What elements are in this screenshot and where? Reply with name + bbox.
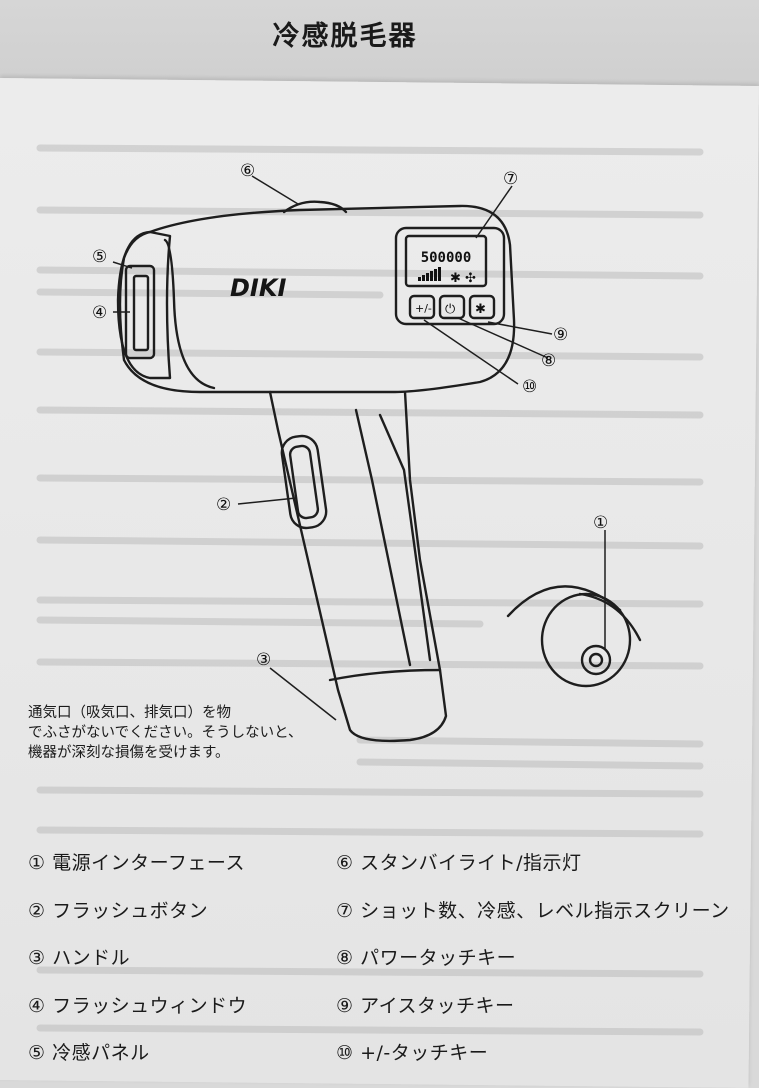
legend-item-power-key: ⑧ パワータッチキー [336, 947, 517, 969]
callout-1: ① [593, 513, 608, 533]
legend-item-flash-button: ② フラッシュボタン [28, 900, 209, 922]
ventilation-warning: 通気口（吸気口、排気口）を物 でふさがないでください。そうしないと、 機器が深刻… [28, 703, 328, 763]
handle-outline [268, 390, 448, 743]
legend-item-flash-window: ④ フラッシュウィンドウ [28, 995, 248, 1017]
brand-logo: DIKI [230, 274, 286, 302]
screen-outline [404, 234, 488, 288]
screen-panel-outline [394, 226, 506, 326]
callout-4: ④ [92, 303, 107, 323]
cooling-panel-outline [116, 230, 172, 380]
callout-2: ② [216, 495, 231, 515]
level-bars-icon [418, 267, 441, 281]
warning-line: でふさがないでください。そうしないと、 [28, 725, 303, 741]
screen-content: 500000 ✱ ✣ +/- ⏻ ✱ [415, 250, 486, 317]
snowflake-key-icon: ✱ [475, 302, 486, 317]
power-icon: ⏻ [445, 302, 455, 317]
legend-item-power-interface: ① 電源インターフェース [28, 852, 245, 874]
legend-item-ice-key: ⑨ アイスタッチキー [336, 995, 515, 1017]
callout-9: ⑨ [553, 325, 568, 345]
legend-item-cooling-panel: ⑤ 冷感パネル [28, 1042, 150, 1064]
standby-light-outline [282, 200, 348, 214]
warning-line: 通気口（吸気口、排気口）を物 [28, 705, 231, 721]
warning-line: 機器が深刻な損傷を受けます。 [28, 745, 230, 761]
callout-3: ③ [256, 650, 271, 670]
power-key-outline [438, 294, 466, 320]
callout-7: ⑦ [503, 169, 518, 189]
callout-10: ⑩ [522, 377, 537, 397]
plus-minus-icon: +/- [415, 302, 432, 315]
flash-button-outline [280, 434, 328, 530]
callout-8: ⑧ [541, 351, 556, 371]
page-title: 冷感脱毛器 [272, 21, 418, 52]
legend-item-plus-minus-key: ⑩ +/-タッチキー [336, 1042, 489, 1064]
plus-minus-key-outline [408, 294, 436, 320]
callout-6: ⑥ [240, 161, 255, 181]
legend-item-indicator-screen: ⑦ ショット数、冷感、レベル指示スクリーン [336, 900, 730, 922]
shot-count-display: 500000 [421, 250, 472, 266]
callout-5: ⑤ [92, 247, 107, 267]
legend-item-handle: ③ ハンドル [28, 947, 131, 969]
device-head-outline [118, 204, 516, 394]
fan-icon: ✣ [465, 271, 476, 286]
ice-key-outline [468, 294, 496, 320]
snowflake-icon: ✱ [450, 271, 461, 286]
legend-item-standby-light: ⑥ スタンバイライト/指示灯 [336, 852, 582, 874]
header-band [0, 0, 759, 90]
